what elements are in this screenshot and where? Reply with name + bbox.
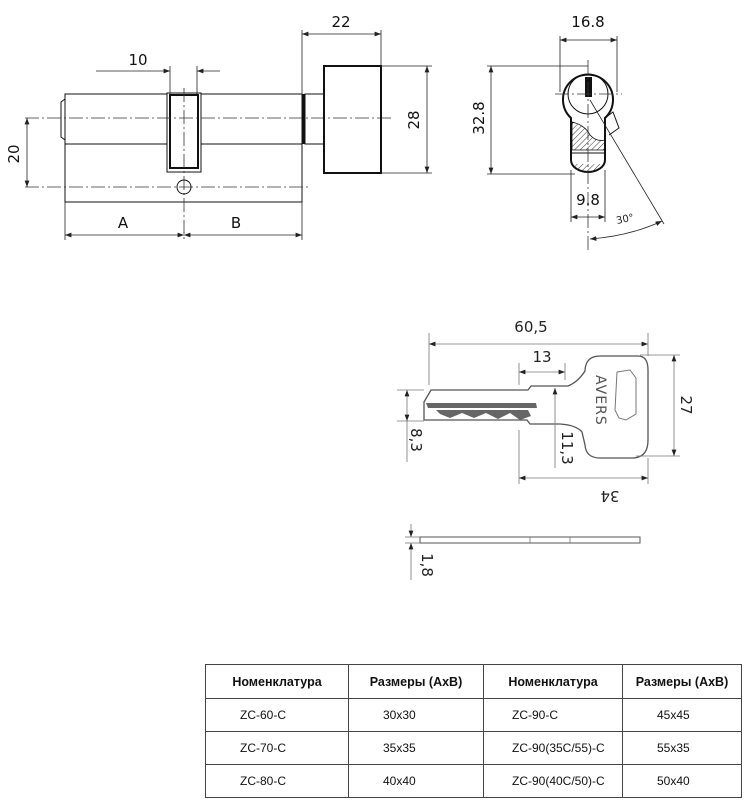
dim-body-width: 9.8	[576, 191, 600, 209]
key-brand-logo: AVERS	[592, 375, 608, 426]
dim-bow-length: 34	[600, 487, 619, 505]
key-drawing: AVERS 60,5 13 27 8,3 11,3 34 1,8	[397, 318, 695, 580]
dim-a-label: A	[118, 214, 129, 232]
table-cell: 30x30	[348, 698, 484, 732]
table-cell: 45x45	[622, 698, 742, 732]
dim-shoulder: 13	[532, 348, 551, 366]
table-cell: ZC-90(35C/55)-C	[483, 731, 623, 765]
cylinder-front-view: 22 10 20 28 A B	[5, 13, 432, 240]
cylinder-profile-view: 16.8 32.8 9.8 30°	[470, 13, 665, 250]
dim-bow-height: 27	[677, 395, 695, 414]
table-row: ZC-80-C 40x40 ZC-90(40C/50)-C 50x40	[205, 764, 742, 798]
cam-tab	[604, 111, 620, 136]
knob-neck	[304, 93, 325, 145]
dim-cam-width: 10	[128, 51, 147, 69]
dim-key-thickness: 1,8	[418, 553, 436, 577]
dim-shoulder-height: 11,3	[558, 431, 576, 464]
column-header: Размеры (АхВ)	[622, 664, 742, 699]
table-row: ZC-70-C 35x35 ZC-90(35C/55)-C 55x35	[205, 731, 742, 765]
sizes-table: Номенклатура Размеры (АхВ) Номенклатура …	[205, 664, 742, 798]
table-cell: 35x35	[348, 731, 484, 765]
column-header: Номенклатура	[483, 664, 623, 699]
table-cell: ZC-90-C	[483, 698, 623, 732]
column-header: Номенклатура	[205, 664, 349, 699]
table-cell: ZC-70-C	[205, 731, 349, 765]
column-header: Размеры (АхВ)	[348, 664, 484, 699]
cylinder-cap	[60, 98, 66, 141]
dim-blade-height: 8,3	[407, 428, 425, 452]
dim-axis-distance: 20	[5, 144, 23, 163]
fixing-screw-hole	[176, 179, 192, 195]
table-cell: ZC-80-C	[205, 764, 349, 798]
table-cell: 40x40	[348, 764, 484, 798]
table-cell: ZC-60-C	[205, 698, 349, 732]
thumb-knob	[323, 65, 382, 174]
table-cell: 55x35	[622, 731, 742, 765]
dim-b-label: B	[231, 214, 241, 232]
dim-knob-diameter: 28	[405, 110, 423, 129]
table-cell: 50x40	[622, 764, 742, 798]
dim-key-length: 60,5	[514, 318, 547, 336]
table-header-row: Номенклатура Размеры (АхВ) Номенклатура …	[205, 664, 742, 699]
table-row: ZC-60-C 30x30 ZC-90-C 45x45	[205, 698, 742, 732]
dim-cam-angle: 30°	[615, 212, 635, 226]
dim-profile-width: 16.8	[571, 13, 604, 31]
keyway	[585, 77, 592, 97]
dim-profile-height: 32.8	[470, 101, 488, 134]
dim-knob-length: 22	[331, 13, 350, 31]
table-cell: ZC-90(40C/50)-C	[483, 764, 623, 798]
